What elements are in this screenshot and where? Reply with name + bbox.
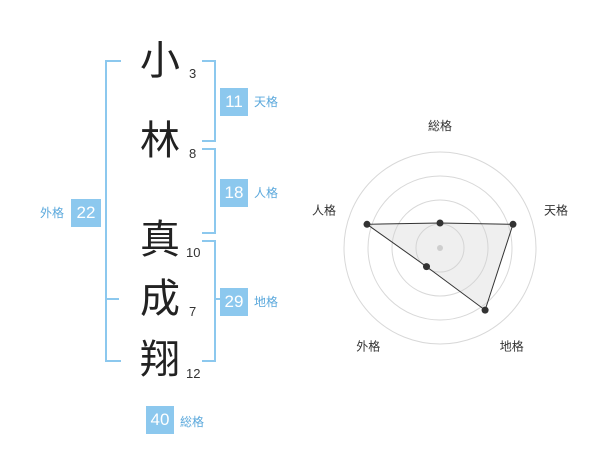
jinkaku-label: 人格: [254, 186, 279, 200]
chikaku-bracket-tick: [214, 298, 222, 300]
gaikaku-label: 外格: [40, 206, 65, 220]
name-char-5: 翔: [140, 337, 180, 383]
radar-ring-3: [367, 175, 513, 321]
gaikaku-bracket: [105, 60, 121, 362]
radar-axis-label-3: 地格: [500, 339, 524, 354]
radar-axis-label-4: 外格: [356, 339, 380, 354]
tenkaku-value: 11: [220, 88, 248, 116]
radar-point-3: [481, 306, 489, 314]
soukaku-label: 総格: [180, 415, 205, 429]
jinkaku-bracket: [202, 148, 216, 234]
tenkaku-bracket: [202, 60, 216, 142]
soukaku-value: 40: [146, 406, 174, 434]
radar-point-1: [436, 219, 444, 227]
radar-point-2: [509, 220, 517, 228]
stroke-count-3: 10: [186, 245, 201, 260]
radar-axis-label-2: 天格: [544, 202, 568, 217]
jinkaku-value: 18: [220, 179, 248, 207]
radar-center: [437, 245, 443, 251]
radar-axis-label-5: 人格: [312, 202, 336, 217]
stroke-count-1: 3: [189, 66, 197, 81]
stroke-count-5: 12: [186, 366, 201, 381]
stroke-count-4: 7: [189, 304, 197, 319]
radar-polygon: [365, 222, 514, 311]
radar-point-4: [423, 263, 430, 271]
radar-axis-label-1: 総格: [428, 118, 452, 133]
name-char-4: 成: [140, 276, 180, 322]
tenkaku-label: 天格: [254, 95, 279, 109]
chikaku-label: 地格: [254, 295, 279, 309]
chikaku-value: 29: [220, 288, 248, 316]
gaikaku-value: 22: [71, 199, 101, 227]
radar-ring-4: [343, 151, 537, 345]
name-char-2: 林: [140, 118, 180, 164]
name-char-3: 真: [140, 217, 180, 263]
name-char-1: 小: [140, 38, 180, 84]
radar-point-5: [363, 220, 371, 228]
radar-ring-2: [391, 199, 489, 297]
gaikaku-bracket-split: [105, 298, 119, 300]
stroke-count-2: 8: [189, 146, 197, 161]
chikaku-bracket: [202, 240, 216, 362]
